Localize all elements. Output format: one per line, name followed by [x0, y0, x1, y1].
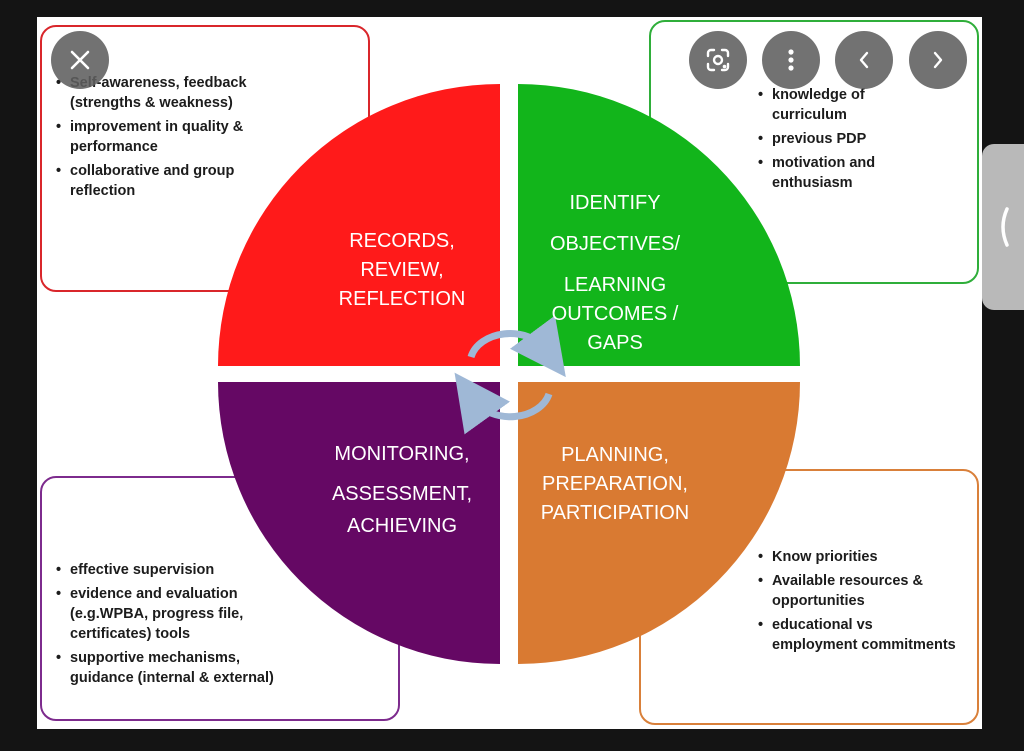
label-line: LEARNING	[563, 274, 667, 296]
bullet-item: supportive mechanisms, guidance (interna…	[56, 648, 286, 688]
bullet-item: improvement in quality & performance	[56, 117, 286, 157]
label-line: OUTCOMES /	[551, 303, 679, 325]
next-image-button[interactable]	[909, 31, 967, 89]
quadrant-label-purple: MONITORING, ASSESSMENT, ACHIEVING	[312, 434, 492, 538]
label-line: IDENTIFY	[569, 192, 661, 214]
quadrant-label-red: RECORDS, REVIEW, REFLECTION	[312, 227, 492, 314]
bullet-list: Know prioritiesAvailable resources & opp…	[758, 547, 958, 659]
image-preview: Self-awareness, feedback (strengths & we…	[37, 17, 982, 729]
chevron-left-icon	[859, 51, 869, 69]
more-vertical-icon	[788, 49, 794, 71]
label-line: MONITORING,	[334, 443, 470, 465]
bullet-item: Self-awareness, feedback (strengths & we…	[56, 73, 286, 113]
bullet-item: Know priorities	[758, 547, 958, 567]
bullet-item: collaborative and group reflection	[56, 161, 286, 201]
bullet-item: motivation and enthusiasm	[758, 153, 913, 193]
chevron-left-icon	[1001, 207, 1009, 247]
bullet-list: knowledge of curriculum previous PDP motiv…	[758, 85, 913, 197]
close-button[interactable]	[51, 31, 109, 89]
lens-search-button[interactable]	[689, 31, 747, 89]
close-icon	[70, 50, 90, 70]
quadrant-green	[518, 84, 800, 366]
label-line: PARTICIPATION	[540, 502, 690, 524]
label-line: PREPARATION,	[542, 473, 688, 495]
quadrant-purple	[218, 382, 500, 664]
more-options-button[interactable]	[762, 31, 820, 89]
label-line: RECORDS,	[349, 230, 455, 252]
label-line: GAPS	[587, 332, 643, 354]
quadrant-label-orange: PLANNING, PREPARATION, PARTICIPATION	[525, 441, 705, 528]
bullet-item: previous PDP	[758, 129, 913, 149]
quadrant-red	[218, 84, 500, 366]
cycle-arrow-bottom	[454, 372, 553, 435]
chevron-right-icon	[933, 51, 943, 69]
label-line: REVIEW,	[360, 259, 444, 281]
label-line: PLANNING,	[561, 444, 669, 466]
quadrant-orange	[518, 382, 800, 664]
previous-image-button[interactable]	[835, 31, 893, 89]
label-line: ACHIEVING	[346, 515, 458, 537]
lens-icon	[706, 48, 730, 72]
quadrant-label-green: IDENTIFY OBJECTIVES/ LEARNING OUTCOMES /…	[525, 183, 705, 358]
label-line: REFLECTION	[338, 288, 466, 310]
bullet-item: knowledge of curriculum	[758, 85, 913, 125]
bullet-list: effective supervision evidence and evalua…	[56, 560, 286, 692]
cycle-diagram	[218, 84, 800, 664]
bullet-item: educational vs employment commitments	[758, 615, 958, 655]
cycle-arrow-top	[467, 315, 566, 378]
bullet-item: Available resources & opportunities	[758, 571, 958, 611]
bullet-item: evidence and evaluation (e.g.WPBA, progr…	[56, 584, 286, 644]
side-panel-tab[interactable]	[982, 144, 1024, 310]
label-line: OBJECTIVES/	[549, 233, 681, 255]
bullet-item: effective supervision	[56, 560, 286, 580]
bullet-list: Self-awareness, feedback (strengths & we…	[56, 73, 286, 205]
label-line: ASSESSMENT,	[331, 483, 473, 505]
